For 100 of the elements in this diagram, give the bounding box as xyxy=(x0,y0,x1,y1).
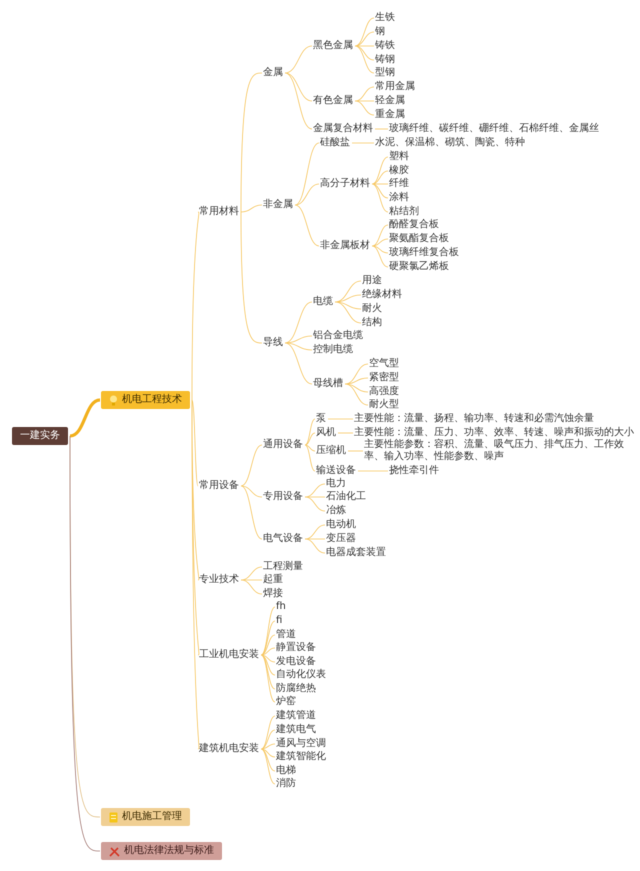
branch-line xyxy=(260,730,276,750)
branch-line xyxy=(348,450,364,452)
branch-line xyxy=(344,364,368,384)
branch-line xyxy=(240,72,262,212)
topic-text: 常用金属 xyxy=(375,81,415,93)
topic-text: 重金属 xyxy=(375,109,405,121)
topic-text: 用途 xyxy=(362,275,382,287)
branch-line xyxy=(338,432,354,434)
topic-text: 型钢 xyxy=(375,67,395,79)
branch-line xyxy=(192,212,200,400)
branch-line xyxy=(260,748,276,758)
topic-text: 高分子材料 xyxy=(320,178,370,190)
branch-line xyxy=(294,142,320,206)
branch-line xyxy=(192,400,198,486)
branch-line xyxy=(260,744,276,750)
branch-line xyxy=(334,302,362,310)
topic-text: 自动化仪表 xyxy=(276,669,326,681)
topic-text: 消防 xyxy=(276,778,296,790)
topic-text: 主要性能：流量、扬程、输功率、转速和必需汽蚀余量 xyxy=(354,413,637,425)
topic-text: 导线 xyxy=(263,337,283,349)
branch-line xyxy=(372,246,388,268)
topic-text: 水泥、保温棉、砌筑、陶瓷、特种 xyxy=(375,137,525,149)
topic-text: 绝缘材料 xyxy=(362,289,402,301)
branch-line xyxy=(304,538,326,554)
topic-text: 控制电缆 xyxy=(313,344,353,356)
topic-text: 金属 xyxy=(263,67,283,79)
topic-text: 机电法律法规与标准 xyxy=(124,845,214,857)
branch-line xyxy=(260,748,276,784)
topic-text: 生铁 xyxy=(375,12,395,24)
branch-line xyxy=(260,606,276,656)
branch-line xyxy=(284,72,312,102)
topic-text: 钢 xyxy=(375,26,385,38)
topic-text: 粘结剂 xyxy=(389,206,419,218)
branch-line xyxy=(354,32,374,46)
branch-line xyxy=(372,170,388,184)
topic-text: 常用材料 xyxy=(199,206,239,218)
topic-text: 发电设备 xyxy=(276,656,316,668)
topic-text: 高强度 xyxy=(369,386,399,398)
topic-text: 铝合金电缆 xyxy=(313,330,363,342)
topic-text: 泵 xyxy=(316,413,326,425)
branch-line xyxy=(354,86,374,102)
branch-line xyxy=(304,444,316,472)
topic-text: 电梯 xyxy=(276,765,296,777)
branch-line xyxy=(372,156,388,184)
branch-line xyxy=(372,246,388,254)
branch-line xyxy=(354,100,374,102)
branch-line xyxy=(344,384,368,406)
topic-text: 石油化工 xyxy=(326,491,366,503)
topic-text: 玻璃纤维复合板 xyxy=(389,247,459,259)
topic-text: 专业技术 xyxy=(199,574,239,586)
topic-text: 聚氨酯复合板 xyxy=(389,233,449,245)
branch-line xyxy=(240,486,262,540)
branch-line xyxy=(240,486,262,498)
topic-text: 通用设备 xyxy=(263,439,303,451)
branch-line xyxy=(352,142,374,144)
branch-line xyxy=(334,280,362,302)
branch-line xyxy=(284,336,312,344)
topic-text: 建筑智能化 xyxy=(276,751,326,763)
topic-text: 橡胶 xyxy=(389,165,409,177)
topic-text: 输送设备 xyxy=(316,465,356,477)
topic-text: 电缆 xyxy=(313,296,333,308)
branch-line xyxy=(260,748,276,772)
topic-text: 建筑管道 xyxy=(276,710,316,722)
topic-text: fh xyxy=(276,601,286,613)
topic-text: 冶炼 xyxy=(326,505,346,517)
topic-text: fi xyxy=(276,615,282,627)
topic-text: 主要性能参数：容积、流量、吸气压力、排气压力、工作效率、输入功率、性能参数、噪声 xyxy=(364,439,636,463)
branch-line xyxy=(372,184,388,212)
branch-line xyxy=(304,418,316,446)
topic-text: 紧密型 xyxy=(369,372,399,384)
branch-line xyxy=(334,294,362,302)
topic-text: 轻金属 xyxy=(375,95,405,107)
topic-text: 起重 xyxy=(263,574,283,586)
topic-text: 机电工程技术 xyxy=(122,394,182,406)
branch-line xyxy=(260,648,276,656)
topic-text: 静置设备 xyxy=(276,642,316,654)
branch-line xyxy=(372,184,388,198)
topic-text: 电动机 xyxy=(326,519,356,531)
main-topic xyxy=(101,842,222,860)
topic-text: 金属复合材料 xyxy=(313,123,373,135)
branch-line xyxy=(240,566,262,580)
topic-text: 硬聚氯乙烯板 xyxy=(389,261,449,273)
branch-line xyxy=(304,538,326,540)
topic-text: 管道 xyxy=(276,629,296,641)
topic-text: 酚醛复合板 xyxy=(389,219,439,231)
topic-text: 耐火型 xyxy=(369,399,399,411)
branch-line xyxy=(294,204,320,246)
branch-line xyxy=(260,654,276,676)
topic-text: 铸钢 xyxy=(375,54,395,66)
branch-line xyxy=(334,302,362,324)
topic-text: 母线槽 xyxy=(313,378,343,390)
branch-line xyxy=(240,204,262,212)
branch-line xyxy=(260,634,276,656)
main-topic xyxy=(101,391,190,409)
topic-text: 玻璃纤维、碳纤维、硼纤维、石棉纤维、金属丝 xyxy=(389,123,599,135)
branch-line xyxy=(328,418,354,420)
topic-text: 空气型 xyxy=(369,358,399,370)
topic-text: 结构 xyxy=(362,317,382,329)
root-topic xyxy=(12,427,68,445)
topic-text: 建筑电气 xyxy=(276,724,316,736)
